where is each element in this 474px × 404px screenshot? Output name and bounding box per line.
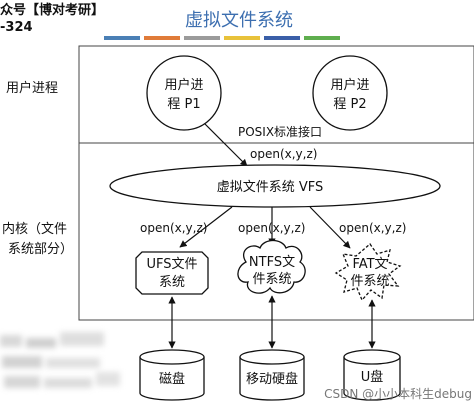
ufs-line1: UFS文件 xyxy=(146,257,197,272)
process-p2-line2: 程 P2 xyxy=(333,97,366,112)
top-watermark-line2: -324 xyxy=(0,20,33,35)
blurred-region xyxy=(0,332,120,388)
fat-line2: 件系统 xyxy=(350,274,389,289)
user-section-label: 用户进程 xyxy=(6,80,58,96)
kernel-section-frame xyxy=(78,142,474,321)
process-p2-node xyxy=(312,55,388,131)
ntfs-node xyxy=(237,239,306,294)
disk-label: 磁盘 xyxy=(159,371,185,387)
arrow-vfs-to-ufs xyxy=(179,206,233,248)
fat-line1: FAT文 xyxy=(352,257,387,272)
arrow-vfs-to-fat xyxy=(309,206,351,249)
open-call-ufs: open(x,y,z) xyxy=(140,221,207,235)
vfs-node xyxy=(109,164,441,208)
usb-disk-label: U盘 xyxy=(361,369,384,385)
open-call-fat: open(x,y,z) xyxy=(339,221,406,235)
mobile-disk-node xyxy=(239,349,305,401)
title-color-segment xyxy=(304,36,340,40)
fat-node xyxy=(334,243,402,302)
diagram-title: 虚拟文件系统 xyxy=(185,10,293,31)
ntfs-line1: NTFS文 xyxy=(249,255,295,270)
footer-watermark: CSDN @小小本科生debug xyxy=(324,387,472,401)
ufs-node xyxy=(135,251,209,295)
arrow-p1-to-vfs xyxy=(204,123,248,167)
title-color-segment xyxy=(144,36,180,40)
process-p2-line1: 用户进 xyxy=(330,77,369,93)
posix-interface-label: POSIX标准接口 xyxy=(238,124,322,139)
vfs-label: 虚拟文件系统 VFS xyxy=(217,180,324,195)
title-color-bar xyxy=(104,36,340,40)
process-p1-line1: 用户进 xyxy=(164,77,203,93)
usb-disk-node xyxy=(343,349,401,401)
title-color-segment xyxy=(184,36,220,40)
title-color-segment xyxy=(224,36,260,40)
top-watermark-line1: 众号【博对考研】 xyxy=(0,2,104,18)
ufs-line2: 系统 xyxy=(159,275,185,290)
open-call-top: open(x,y,z) xyxy=(250,147,317,161)
process-p1-line2: 程 P1 xyxy=(167,97,200,112)
kernel-section-label-line2: 系统部分） xyxy=(8,242,73,257)
kernel-section-label-line1: 内核（文件 xyxy=(2,221,67,237)
title-color-segment xyxy=(104,36,140,40)
disk-node xyxy=(139,349,205,401)
ntfs-line2: 件系统 xyxy=(252,272,291,287)
mobile-disk-label: 移动硬盘 xyxy=(246,371,298,387)
process-p1-node xyxy=(146,55,222,131)
title-color-segment xyxy=(264,36,300,40)
